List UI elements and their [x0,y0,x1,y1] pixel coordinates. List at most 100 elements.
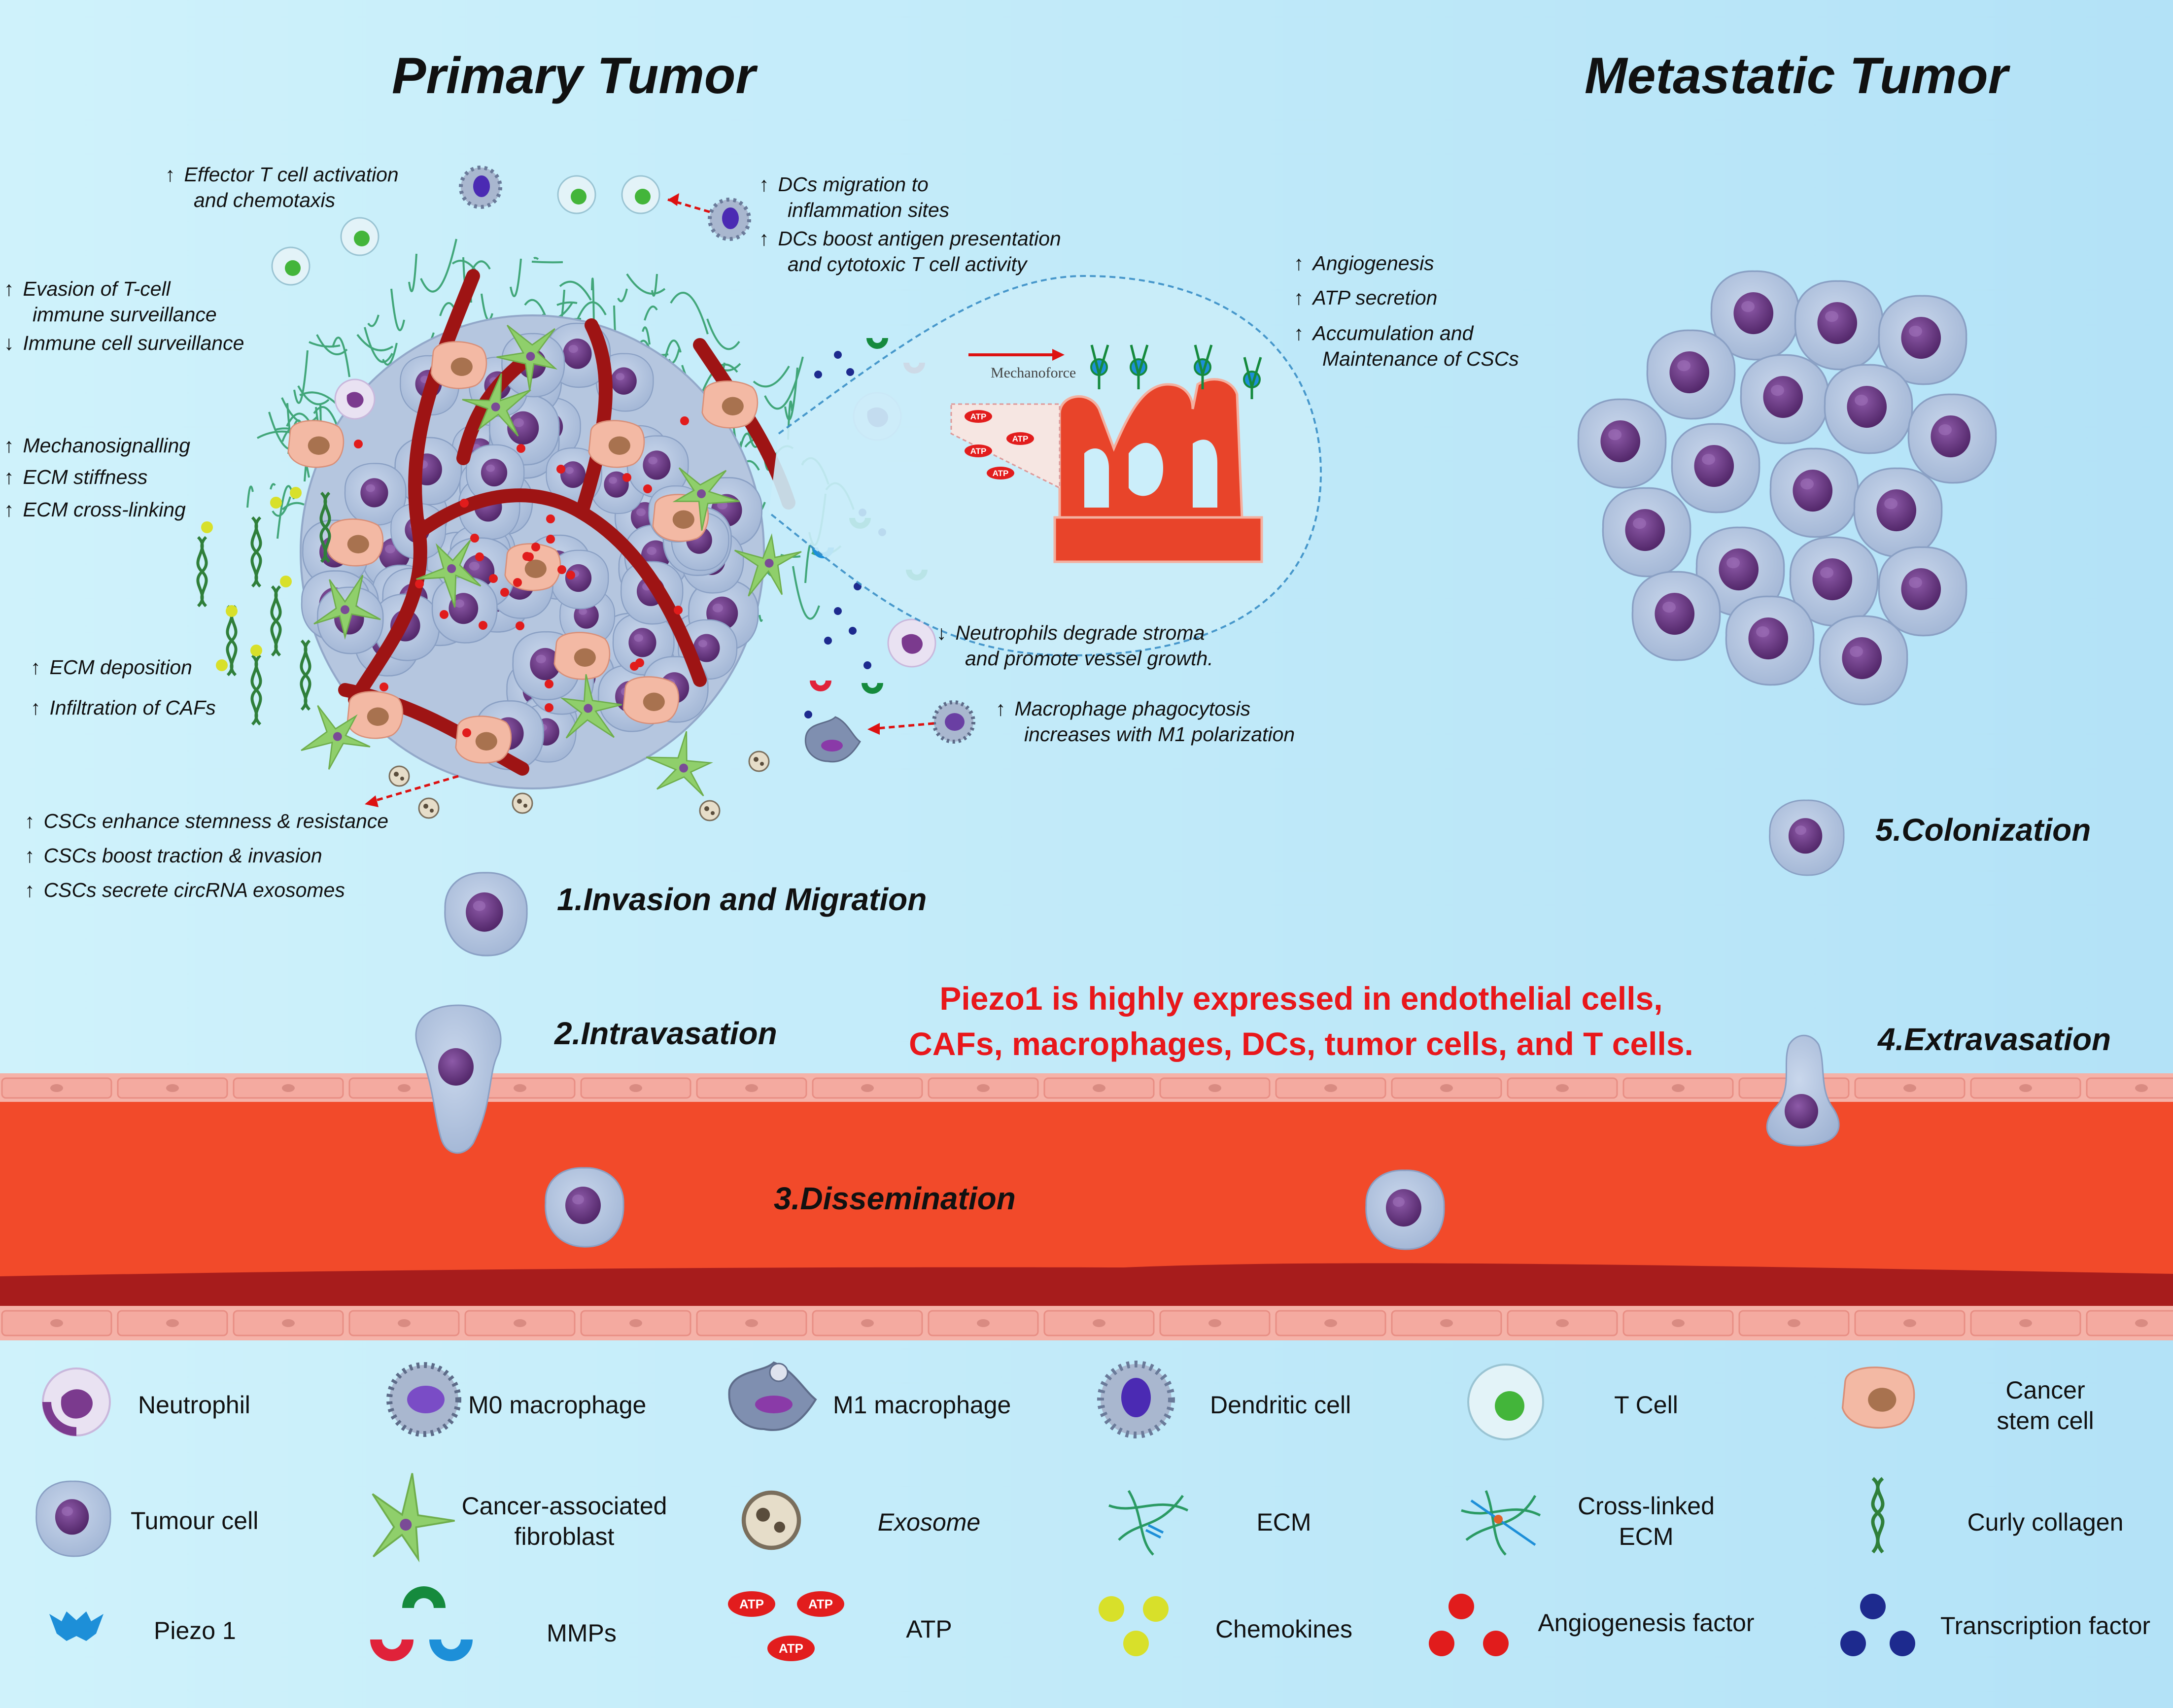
primary-note-line: Immune cell surveillance [23,332,244,354]
legend-label-line: stem cell [1997,1407,2094,1435]
trend-arrow: ↑ [996,697,1006,720]
piezo1-expression-claim: Piezo1 is highly expressed in endothelia… [808,976,1794,1066]
mechanoforce-label: Mechanoforce [991,365,1076,381]
primary-note-line: DCs boost antigen presentation [778,227,1061,250]
legend-label-dendritic-cell: Dendritic cell [1210,1390,1351,1420]
legend-label-line: Cancer [2005,1376,2085,1404]
legend-label-line: Exosome [877,1508,981,1536]
primary-note-line: Evasion of T-cell [23,277,171,300]
legend-label-chemokines: Chemokines [1156,1614,1412,1644]
step-extravasation: 4.Extravasation [1878,1022,2111,1057]
legend-icons [35,1361,1915,1661]
trend-arrow: ↑ [31,656,41,679]
legend-label-angiogenesis-factor: Angiogenesis factor [1518,1607,1774,1638]
primary-note-line: Macrophage phagocytosis [1014,697,1251,720]
blood-vessel [0,1073,2173,1340]
primary-note-6: ↑ECM stiffness [4,464,147,490]
legend-label-line: M1 macrophage [833,1391,1011,1419]
legend-label-line: Angiogenesis factor [1538,1609,1755,1637]
legend-label-exosome: Exosome [801,1507,1057,1537]
claim-line-2: CAFs, macrophages, DCs, tumor cells, and… [909,1025,1693,1062]
primary-tumor-title: Primary Tumor [392,47,756,104]
primary-note-9: ↑ Infiltration of CAFs [31,695,216,720]
legend-label-line: Cross-linked [1578,1492,1715,1520]
legend-atp-label: ATP [739,1597,764,1611]
legend-label-line: Dendritic cell [1210,1391,1351,1419]
legend-label-line: Chemokines [1215,1615,1352,1643]
legend-label-transcription-factor: Transcription factor [1917,1610,2173,1641]
step-intravasation: 2.Intravasation [554,1016,777,1051]
trend-arrow: ↑ [1294,252,1304,274]
primary-note-line: immune surveillance [33,303,217,326]
legend-label-neutrophil: Neutrophil [138,1390,250,1420]
primary-note-line: and chemotaxis [194,189,336,211]
step-dissemination: 3.Dissemination [774,1181,1016,1216]
legend-label-m1-macrophage: M1 macrophage [833,1390,1011,1420]
trend-arrow: ↑ [165,163,175,186]
legend-label-mmps: MMPs [453,1618,710,1648]
legend-atp-label: ATP [808,1597,833,1611]
legend-label-line: ECM [1619,1523,1674,1550]
primary-note-line: Effector T cell activation [184,163,399,186]
legend-label-m0-macrophage: M0 macrophage [468,1390,646,1420]
legend-label-line: T Cell [1614,1391,1678,1419]
legend-label-tumour-cell: Tumour cell [131,1505,258,1536]
legend-label-line: Transcription factor [1940,1612,2151,1640]
primary-note-line: and cytotoxic T cell activity [788,253,1027,275]
primary-note-7: ↑ ECM cross-linking [4,497,186,522]
primary-note-11: ↑ Macrophage phagocytosis increases with M… [996,696,1295,747]
primary-note-8: ↑ECM deposition [31,654,192,680]
legend-label-line: Curly collagen [1967,1508,2124,1536]
atp-mini-label: ATP [970,446,987,456]
primary-note-line: Infiltration of CAFs [49,696,216,719]
legend-label-line: M0 macrophage [468,1391,647,1419]
vessel-note-1: ↑ ATP secretion [1294,285,1437,310]
step-invasion: 1.Invasion and Migration [557,882,927,917]
legend-label-line: fibroblast [514,1523,615,1550]
trend-arrow: ↑ [4,434,14,457]
vessel-note-line: Accumulation and [1312,322,1474,344]
migrating-cells [415,799,1845,1250]
trend-arrow: ↑ [4,277,14,300]
primary-note-line: CSCs boost traction & invasion [43,844,322,867]
trend-arrow: ↑ [4,498,14,521]
primary-note-line: ECM cross-linking [23,498,186,521]
primary-note-5: ↑ Mechanosignalling [4,433,190,458]
legend-atp-label: ATP [779,1641,803,1656]
trend-arrow: ↑ [4,466,14,488]
trend-arrow: ↑ [1294,286,1304,309]
atp-mini-label: ATP [970,412,987,421]
primary-note-line: increases with M1 polarization [1024,723,1295,746]
vessel-note-line: Maintenance of CSCs [1322,347,1519,370]
legend-label-line: Piezo 1 [154,1617,236,1644]
legend-label-line: MMPs [547,1619,617,1647]
vessel-note-0: ↑Angiogenesis [1294,250,1434,276]
trend-arrow: ↑ [31,696,41,719]
primary-note-line: CSCs enhance stemness & resistance [43,810,389,832]
primary-note-line: DCs migration to [778,173,929,196]
trend-arrow: ↑ [25,879,35,901]
legend-label-atp: ATP [801,1614,1057,1644]
primary-note-1: ↑ DCs migration to inflammation sites [759,171,949,223]
legend-label-ecm: ECM [1156,1507,1412,1537]
trend-arrow: ↑ [25,810,35,832]
primary-note-line: and promote vessel growth. [965,647,1213,670]
atp-mini-label: ATP [993,469,1009,478]
primary-note-line: Mechanosignalling [23,434,191,457]
vessel-note-line: ATP secretion [1312,286,1438,309]
primary-note-3: ↑ Evasion of T-cell immune surveillance [4,276,217,327]
atp-mini-label: ATP [1012,434,1029,444]
trend-arrow: ↑ [759,173,769,196]
primary-note-line: inflammation sites [788,199,950,221]
step-colonization: 5.Colonization [1875,812,2091,848]
primary-note-line: Neutrophils degrade stroma [955,621,1205,644]
primary-note-0: ↑ Effector T cell activation and chemotaxi… [165,162,399,213]
primary-note-12: ↑ CSCs enhance stemness & resistance [25,808,388,834]
angiogenesis-zoom [768,274,1322,657]
